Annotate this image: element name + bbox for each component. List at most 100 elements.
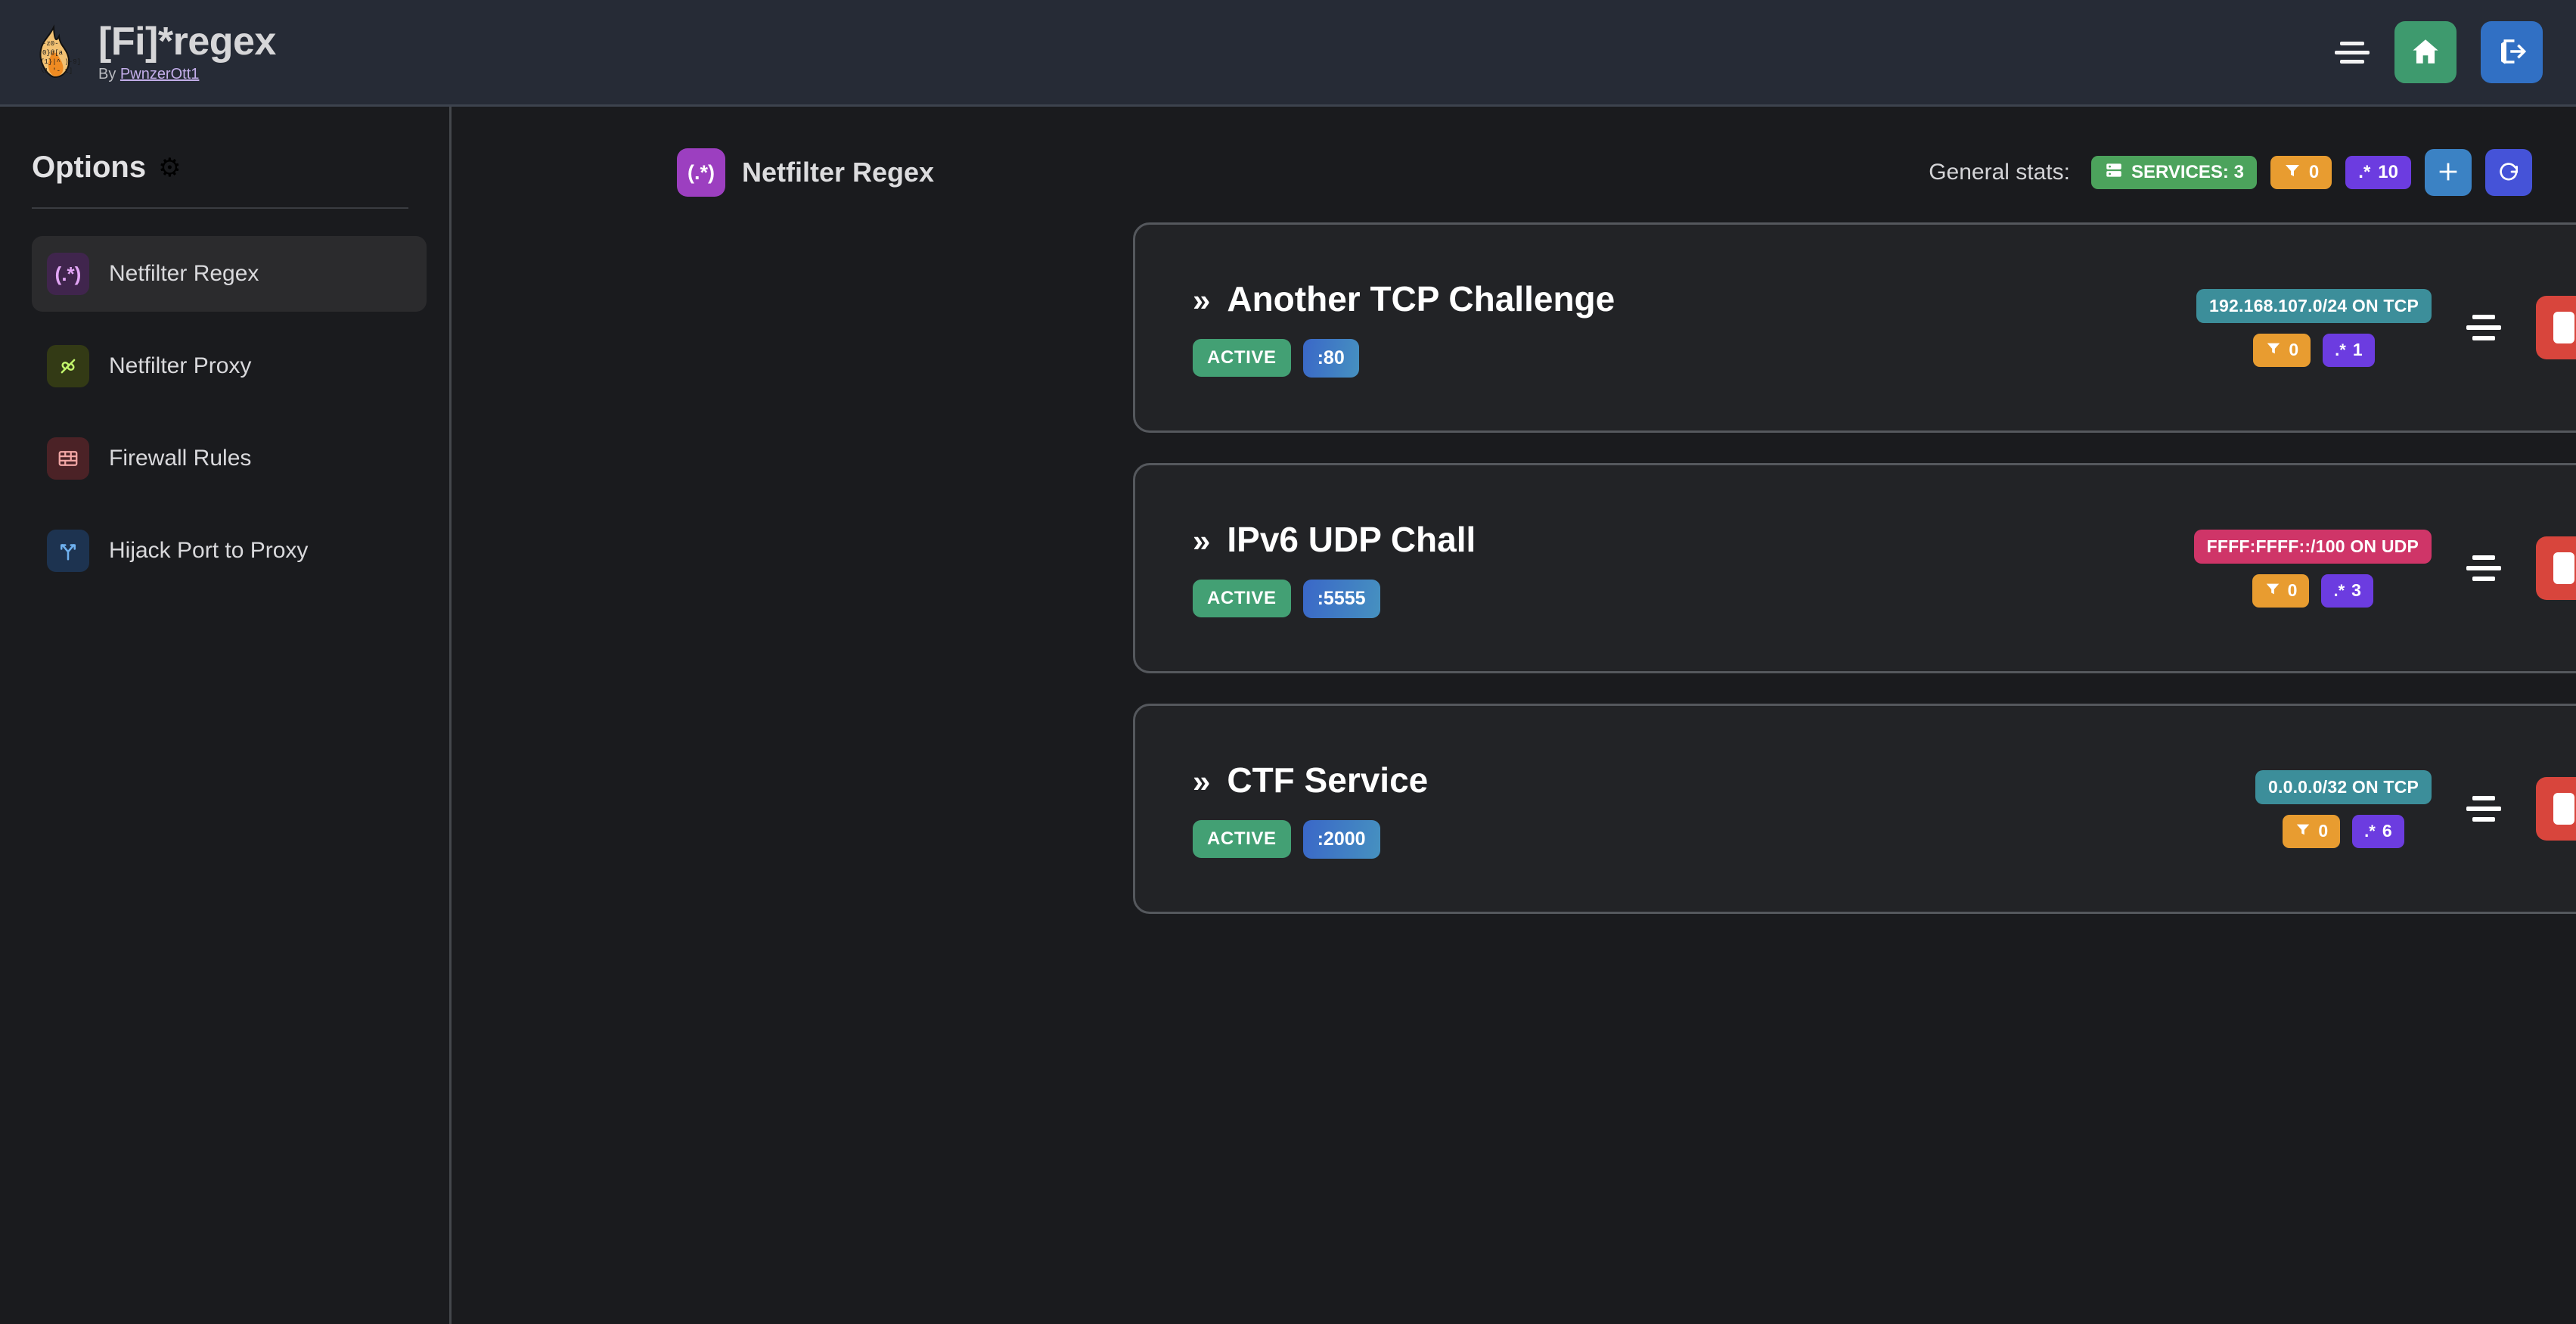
app-byline: By PwnzerOtt1 [98, 66, 276, 83]
service-counters: 0 .* 1 [2253, 333, 2375, 367]
service-controls: FFFF:FFFF::/100 ON UDP 0 .* 3 [2193, 529, 2576, 608]
service-info: » IPv6 UDP Chall ACTIVE :5555 [1135, 519, 1476, 618]
plus-icon [2435, 159, 2461, 187]
stat-services-badge[interactable]: SERVICES: 3 [2090, 156, 2257, 189]
service-badges: ACTIVE :80 [1193, 338, 1615, 378]
sidebar-item-label: Netfilter Regex [109, 261, 259, 286]
stop-icon [2553, 552, 2574, 584]
service-counters: 0 .* 3 [2252, 573, 2373, 608]
stop-service-button[interactable] [2536, 777, 2576, 841]
brick-wall-icon [47, 437, 89, 480]
service-regex-badge[interactable]: .* 1 [2323, 333, 2375, 367]
byline-prefix: By [98, 66, 120, 83]
stop-icon [2553, 793, 2574, 825]
home-icon [2410, 36, 2441, 70]
header-actions [2334, 21, 2576, 83]
brand: -z0- 0}@[a {1}|^ )-9] \1 '- z] [Fi]*rege… [0, 21, 276, 84]
flame-regex-logo-icon: -z0- 0}@[a {1}|^ )-9] \1 '- z] [26, 24, 82, 80]
sidebar-item-hijack-port-to-proxy[interactable]: Hijack Port to Proxy [32, 513, 427, 589]
service-name: IPv6 UDP Chall [1227, 519, 1476, 559]
logout-icon [2496, 36, 2528, 70]
general-stats: General stats: SERVICES: 3 0 .* 10 [1929, 149, 2532, 196]
drag-handle-icon[interactable] [2462, 555, 2506, 581]
sidebar: Options ⚙ (.*) Netfilter Regex Netfilter… [0, 107, 452, 1324]
options-title: Options [32, 151, 147, 184]
menu-lines-icon[interactable] [2334, 34, 2370, 70]
page-title: Netfilter Regex [742, 157, 935, 188]
regex-icon: .* [2333, 580, 2345, 600]
port-badge: :5555 [1302, 579, 1380, 618]
stop-service-button[interactable] [2536, 296, 2576, 359]
logout-button[interactable] [2481, 21, 2543, 83]
svg-text:\1 '- z]: \1 '- z] [40, 67, 73, 75]
drag-handle-icon[interactable] [2462, 315, 2506, 340]
refresh-button[interactable] [2485, 149, 2532, 196]
port-badge: :80 [1302, 338, 1359, 378]
route-fork-icon [47, 530, 89, 572]
service-badges: ACTIVE :5555 [1193, 579, 1476, 618]
service-badges: ACTIVE :2000 [1193, 819, 1428, 859]
sidebar-item-label: Firewall Rules [109, 446, 252, 471]
network-badge: 192.168.107.0/24 ON TCP [2196, 288, 2432, 323]
svg-text:{1}|^ )-9]: {1}|^ )-9] [40, 58, 81, 66]
status-badge: ACTIVE [1193, 580, 1291, 617]
sidebar-item-netfilter-proxy[interactable]: Netfilter Proxy [32, 328, 427, 404]
stop-icon [2553, 312, 2574, 343]
funnel-icon [2283, 161, 2301, 185]
service-name: Another TCP Challenge [1227, 278, 1615, 319]
drag-handle-icon[interactable] [2462, 796, 2506, 822]
sidebar-item-label: Netfilter Proxy [109, 353, 252, 378]
home-button[interactable] [2394, 21, 2457, 83]
sidebar-item-netfilter-regex[interactable]: (.*) Netfilter Regex [32, 236, 427, 312]
funnel-icon [2295, 821, 2311, 842]
regex-icon: .* [2358, 162, 2371, 182]
service-card[interactable]: » Another TCP Challenge ACTIVE :80 192.1… [1133, 222, 2576, 433]
service-card[interactable]: » CTF Service ACTIVE :2000 0.0.0.0/32 ON… [1133, 704, 2576, 914]
add-service-button[interactable] [2425, 149, 2472, 196]
sidebar-item-label: Hijack Port to Proxy [109, 538, 309, 563]
app-title: [Fi]*regex [98, 19, 276, 64]
service-title-row: » IPv6 UDP Chall [1193, 519, 1476, 560]
stop-service-button[interactable] [2536, 536, 2576, 600]
refresh-icon [2497, 160, 2521, 186]
funnel-icon [2265, 340, 2282, 361]
service-filters-badge[interactable]: 0 [2283, 814, 2341, 848]
plug-icon [47, 345, 89, 387]
status-badge: ACTIVE [1193, 339, 1291, 377]
main-content: (.*) Netfilter Regex General stats: SERV… [454, 107, 2576, 1324]
gear-icon: ⚙ [158, 153, 182, 182]
stat-regexes-count: 10 [2378, 162, 2398, 182]
service-name: CTF Service [1227, 760, 1429, 800]
service-filters-count: 0 [2289, 340, 2299, 359]
svg-text:0}@[a: 0}@[a [42, 49, 64, 57]
regex-icon: .* [2364, 821, 2376, 841]
service-regex-count: 3 [2351, 580, 2361, 600]
service-list: » Another TCP Challenge ACTIVE :80 192.1… [454, 197, 2576, 914]
regex-icon: .* [2335, 340, 2346, 359]
service-network-block: 0.0.0.0/32 ON TCP 0 .* 6 [2255, 769, 2432, 848]
funnel-icon [2264, 580, 2281, 601]
service-network-block: 192.168.107.0/24 ON TCP 0 .* 1 [2196, 288, 2432, 367]
service-regex-badge[interactable]: .* 3 [2321, 573, 2373, 608]
svg-text:-z0-: -z0- [42, 40, 59, 48]
stat-filters-badge[interactable]: 0 [2270, 156, 2332, 189]
main-header: (.*) Netfilter Regex General stats: SERV… [454, 107, 2576, 197]
sidebar-item-firewall-rules[interactable]: Firewall Rules [32, 421, 427, 496]
port-badge: :2000 [1302, 819, 1380, 859]
author-link[interactable]: PwnzerOtt1 [119, 66, 200, 83]
network-badge: 0.0.0.0/32 ON TCP [2255, 769, 2432, 804]
service-title-row: » Another TCP Challenge [1193, 278, 1615, 319]
service-regex-badge[interactable]: .* 6 [2352, 814, 2404, 848]
service-controls: 0.0.0.0/32 ON TCP 0 .* 6 [2255, 769, 2576, 848]
service-title-row: » CTF Service [1193, 760, 1428, 800]
service-filters-badge[interactable]: 0 [2252, 573, 2310, 608]
service-filters-badge[interactable]: 0 [2253, 333, 2311, 367]
stat-regexes-badge[interactable]: .* 10 [2345, 156, 2411, 189]
service-counters: 0 .* 6 [2283, 814, 2404, 848]
server-icon [2104, 160, 2124, 185]
service-regex-count: 1 [2352, 340, 2363, 359]
service-filters-count: 0 [2318, 821, 2329, 841]
regex-icon: (.*) [677, 148, 725, 197]
service-card[interactable]: » IPv6 UDP Chall ACTIVE :5555 FFFF:FFFF:… [1133, 463, 2576, 673]
app-header: -z0- 0}@[a {1}|^ )-9] \1 '- z] [Fi]*rege… [0, 0, 2576, 107]
